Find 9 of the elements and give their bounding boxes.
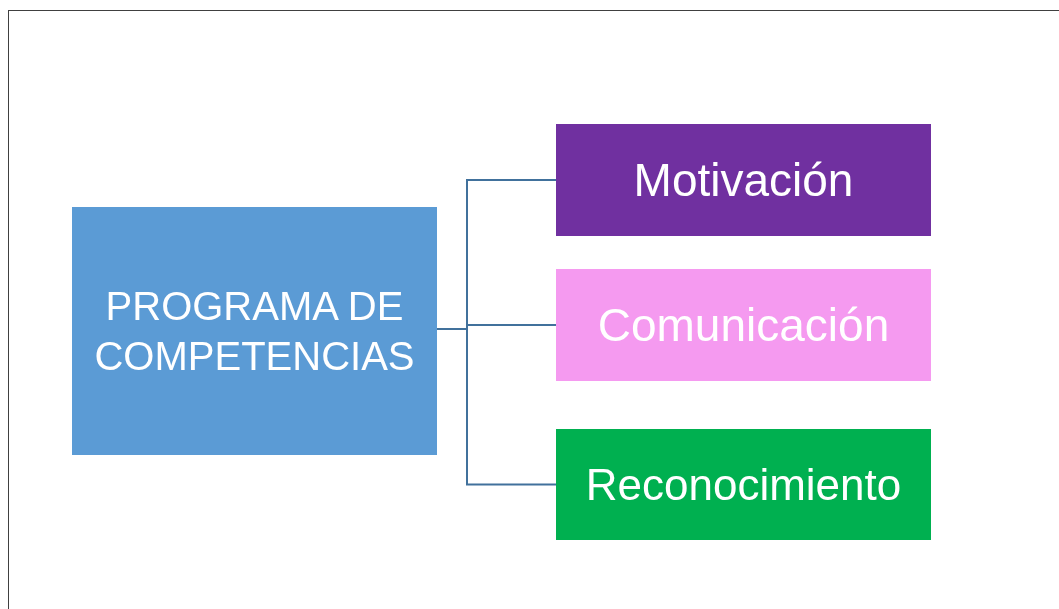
topic-box: [556, 429, 931, 540]
box-title: Comunicación: [597, 297, 890, 353]
topic-box: [556, 124, 931, 236]
connector-line: [436, 328, 557, 486]
box-title: Reconocimiento: [585, 458, 902, 511]
topic-box: [556, 269, 931, 381]
box-title: PROGRAMA DE COMPETENCIAS: [93, 283, 416, 380]
box-title: Motivación: [633, 152, 854, 208]
topic-box: [72, 207, 437, 455]
